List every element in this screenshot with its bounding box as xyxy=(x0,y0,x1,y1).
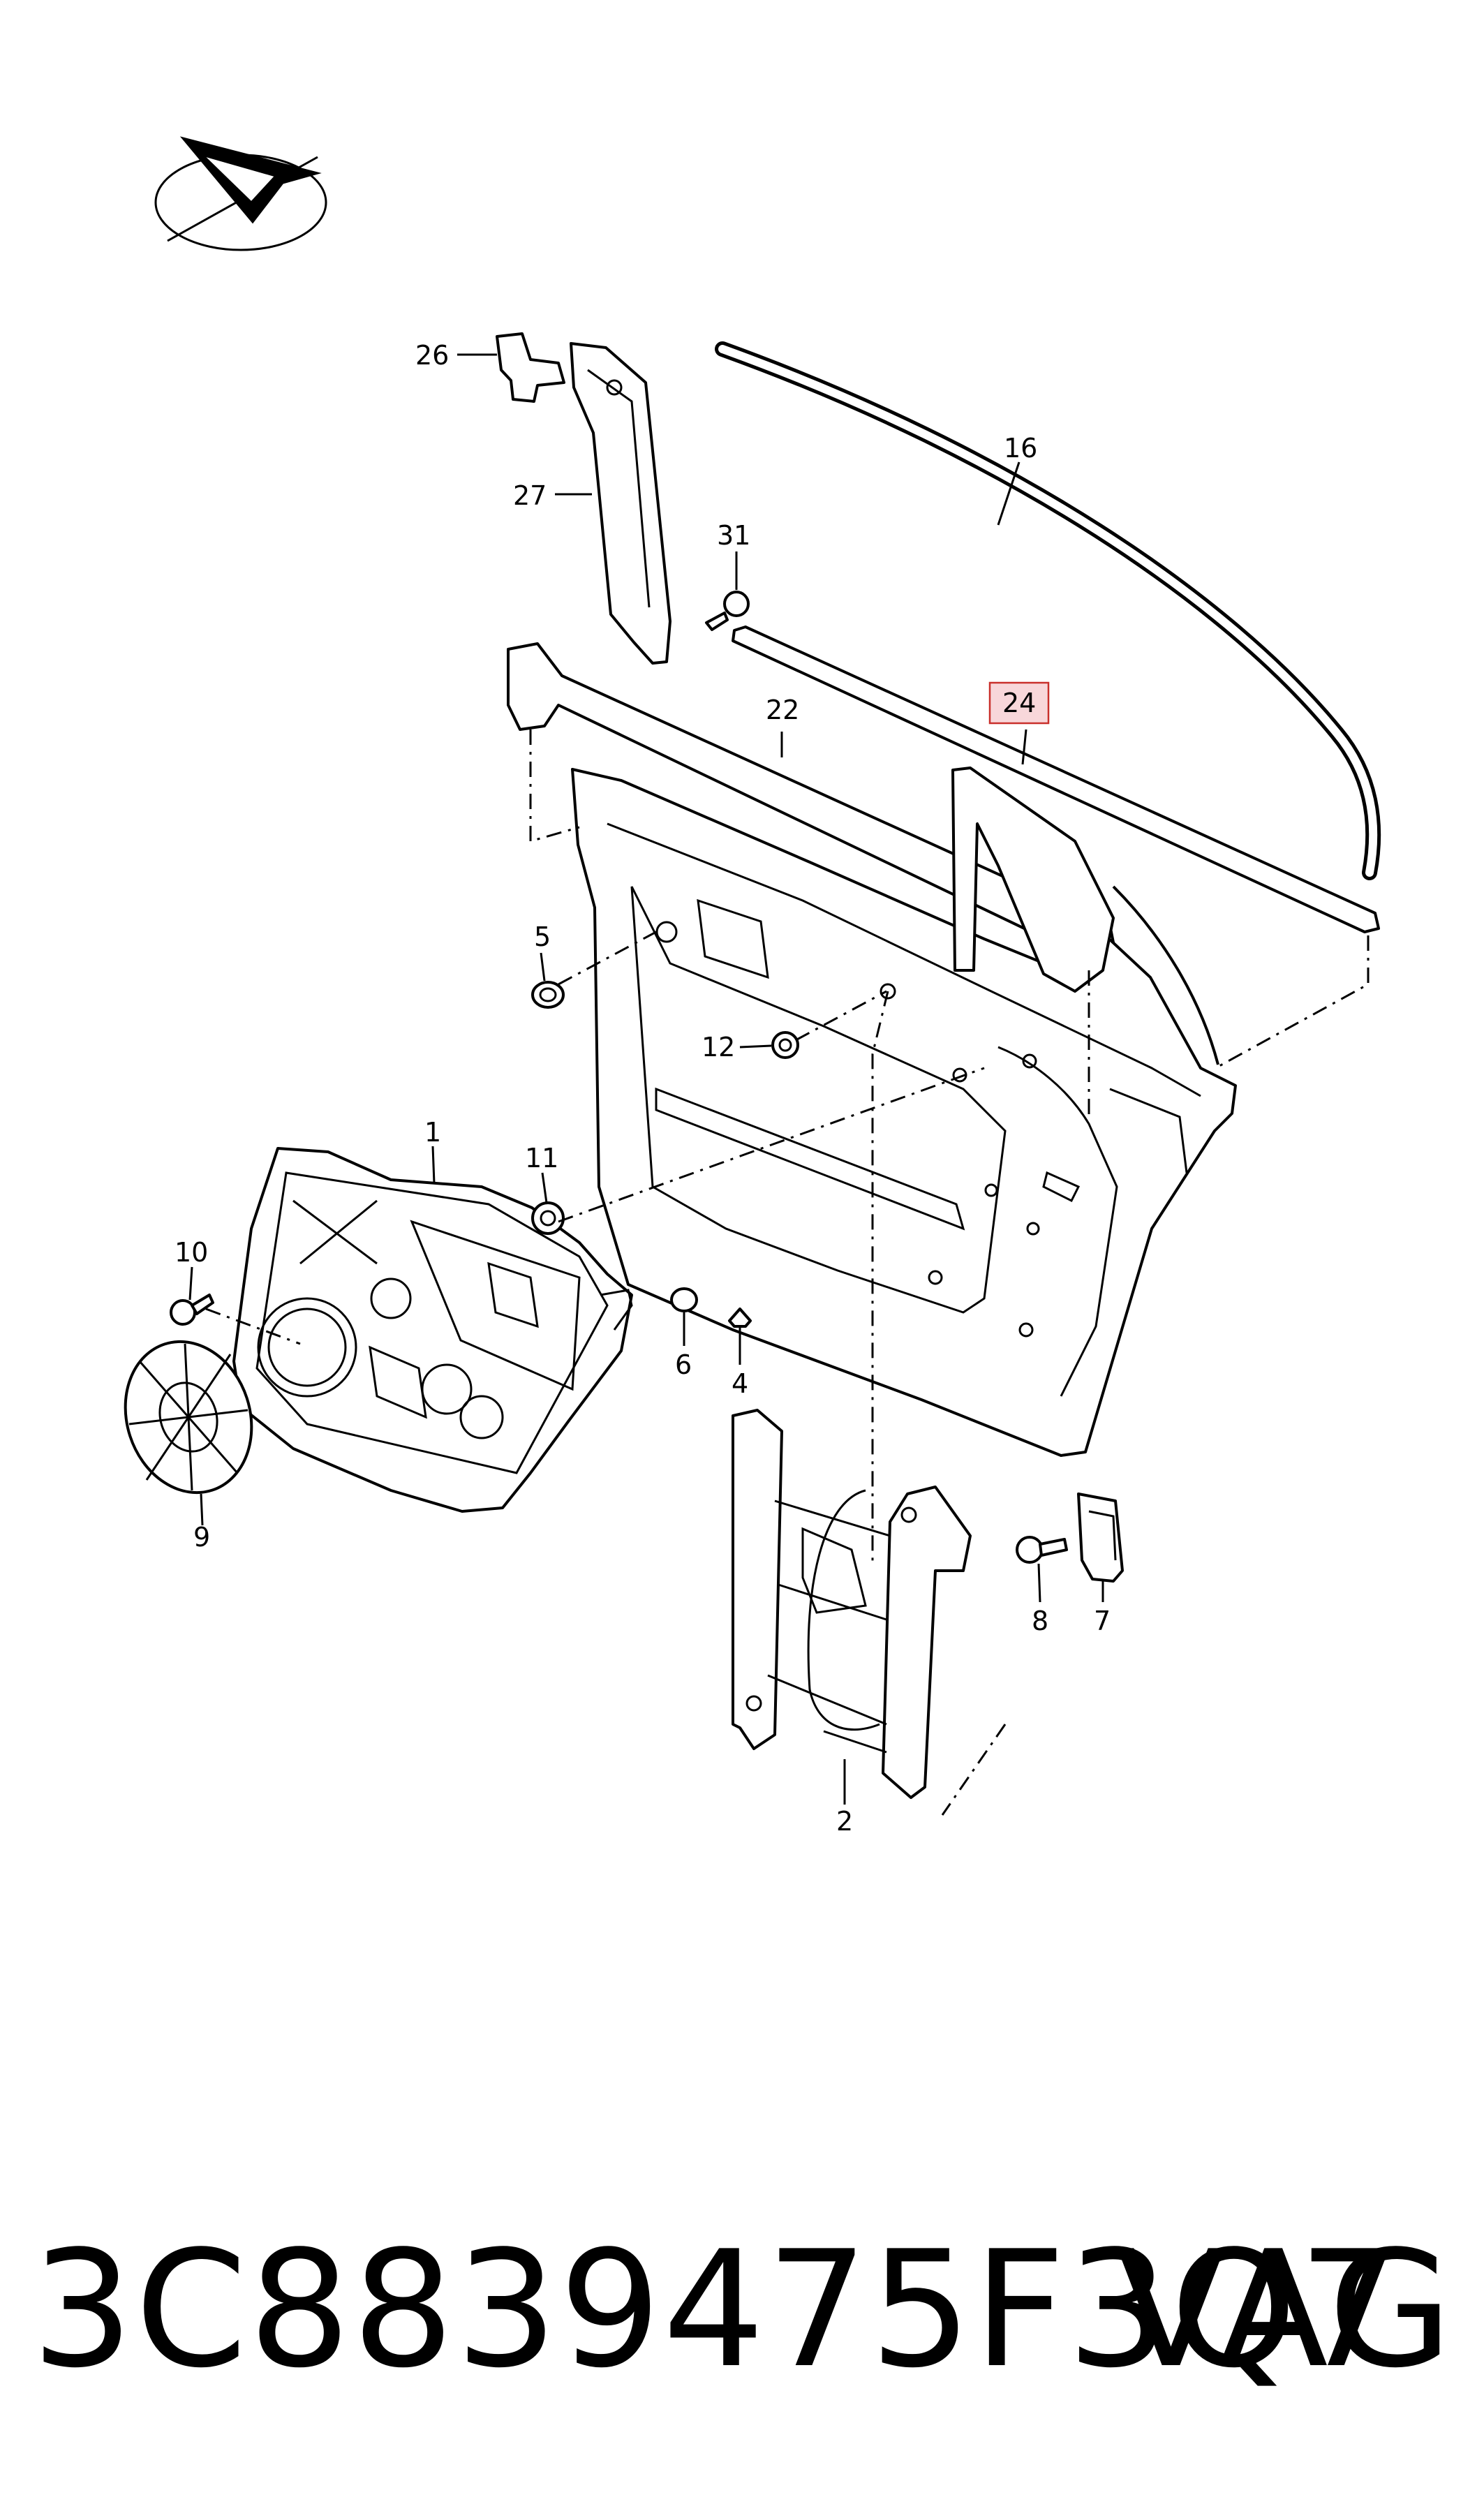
part-12-nut xyxy=(771,1031,799,1059)
leader-lines xyxy=(188,353,1104,1805)
part-2-window-regulator xyxy=(732,1409,972,1799)
part-16-window-seal xyxy=(715,341,1381,880)
callout-8: 8 xyxy=(1032,1606,1048,1636)
callout-10: 10 xyxy=(175,1237,208,1268)
callout-12: 12 xyxy=(702,1032,735,1062)
part-24-window-strip xyxy=(732,625,1380,933)
callout-7: 7 xyxy=(1094,1606,1111,1636)
callout-6: 6 xyxy=(675,1349,692,1380)
callout-labels: 26 27 31 16 24 22 5 12 1 11 10 9 6 4 2 8… xyxy=(175,340,1111,1837)
part-number: 3C8839475F3Q7 xyxy=(31,2217,1402,2404)
part-26-bracket xyxy=(496,332,565,403)
callout-9: 9 xyxy=(193,1522,210,1553)
part-7-bracket xyxy=(1077,1493,1124,1583)
callout-24: 24 xyxy=(1002,688,1036,718)
window-glass-edge xyxy=(951,766,1219,1065)
part-6-grommet xyxy=(670,1287,698,1312)
callout-22: 22 xyxy=(766,695,799,725)
part-1-door-module xyxy=(232,1147,633,1513)
callout-27: 27 xyxy=(513,480,547,511)
callout-26: 26 xyxy=(415,340,449,371)
part-10-screw xyxy=(170,1294,214,1326)
part-4-clip xyxy=(728,1308,752,1328)
part-11-clip xyxy=(531,1201,565,1235)
part-5-grommet xyxy=(531,981,565,1009)
part-31-screw xyxy=(705,591,750,631)
highlight-box-24 xyxy=(988,681,1050,725)
front-direction-arrow-icon xyxy=(154,136,327,251)
brand-name: VAG xyxy=(1115,2217,1455,2404)
footer: 3C8839475F3Q7 VAG xyxy=(31,2195,1455,2426)
part-9-speaker-grille xyxy=(124,1340,253,1495)
door-inner-panel xyxy=(571,768,1237,1457)
assembly-lines xyxy=(205,730,1370,1816)
callout-5: 5 xyxy=(534,921,551,952)
callout-1: 1 xyxy=(424,1117,441,1148)
callout-4: 4 xyxy=(732,1368,748,1399)
callout-31: 31 xyxy=(717,520,750,551)
part-8-bolt xyxy=(1016,1536,1068,1564)
part-27-pillar-trim xyxy=(570,342,671,665)
callout-2: 2 xyxy=(836,1806,853,1837)
callout-11: 11 xyxy=(525,1143,558,1173)
callout-16: 16 xyxy=(1004,433,1037,464)
